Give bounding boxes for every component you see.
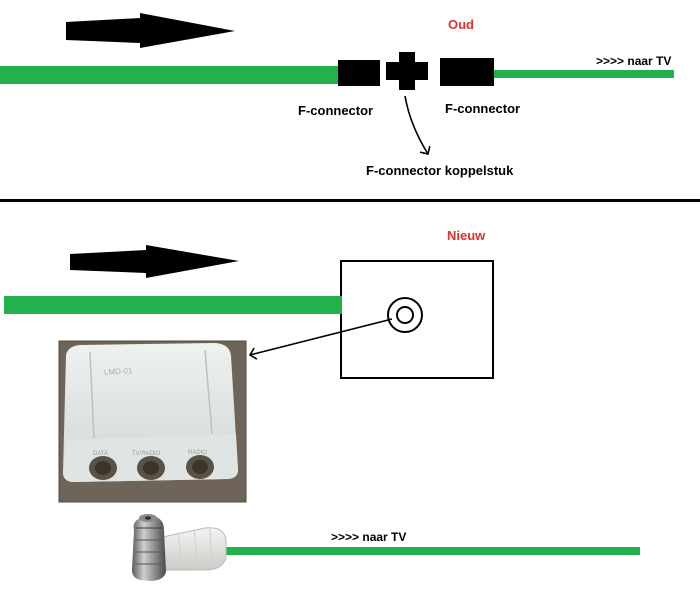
new-socket-pointer <box>250 318 393 355</box>
plate-port-data-label: DATA <box>93 451 109 457</box>
new-cable-out <box>222 547 640 555</box>
coax-plug-icon <box>132 514 227 581</box>
old-section-title: Oud <box>448 17 474 32</box>
section-divider <box>0 199 700 202</box>
new-to-tv-label: >>>> naar TV <box>331 530 407 544</box>
old-f-connector-left-label: F-connector <box>298 103 374 118</box>
old-coupler-pointer <box>404 95 428 154</box>
old-cable-right <box>494 70 674 78</box>
plate-model-label: LMD-01 <box>103 366 133 377</box>
old-f-connector-left <box>338 60 380 86</box>
old-coupler-icon <box>386 52 428 90</box>
new-cable-in <box>4 296 342 314</box>
wall-plate-photo <box>58 340 247 503</box>
new-section-title: Nieuw <box>447 228 486 243</box>
flow-arrow-top-icon <box>66 13 235 48</box>
outlet-socket-icon <box>387 297 423 333</box>
old-cable-left <box>0 66 342 84</box>
old-f-connector-right <box>440 58 494 86</box>
plate-port-radio-label: RADIO <box>188 450 208 456</box>
old-f-connector-right-label: F-connector <box>445 101 521 116</box>
wall-outlet-box <box>340 260 494 379</box>
flow-arrow-bottom-icon <box>70 245 239 278</box>
old-coupler-label: F-connector koppelstuk <box>366 163 514 178</box>
plate-port-tvradio-label: TV/RADIO <box>132 451 161 457</box>
old-to-tv-label: >>>> naar TV <box>596 54 672 68</box>
